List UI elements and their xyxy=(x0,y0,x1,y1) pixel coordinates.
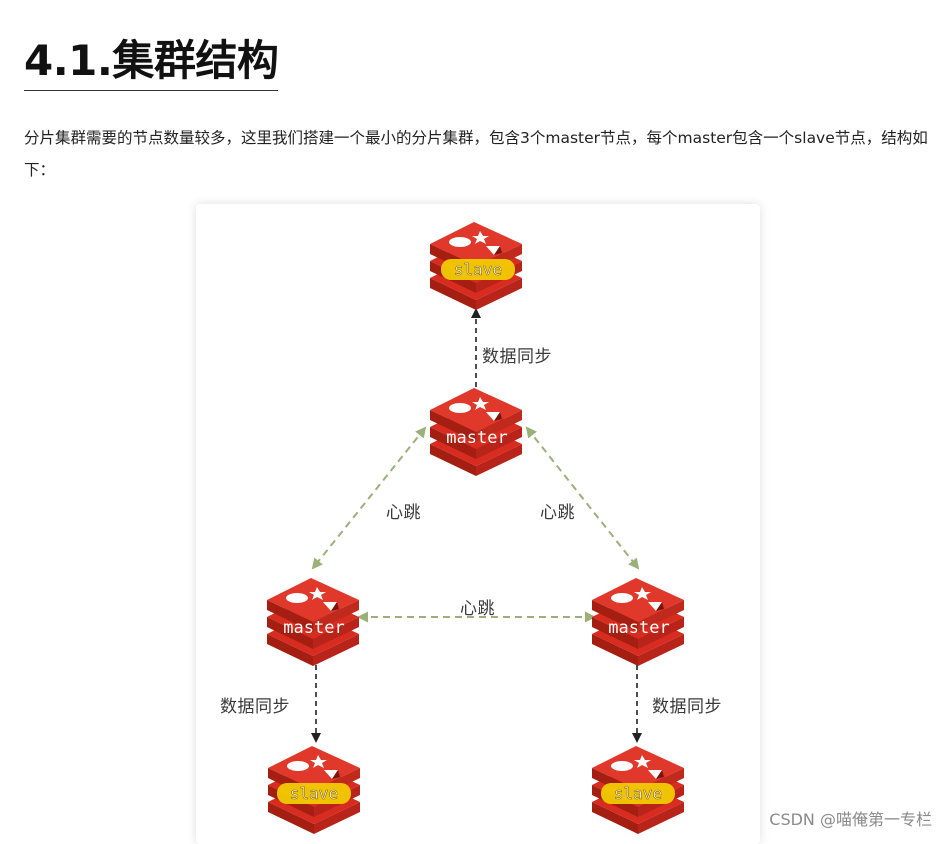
heartbeat-label-bottom: 心跳 xyxy=(460,599,495,619)
redis-node-left-master: master xyxy=(267,578,359,666)
sync-label-left: 数据同步 xyxy=(220,697,290,717)
redis-node-right-slave: slave xyxy=(592,746,684,834)
heartbeat-label-left: 心跳 xyxy=(386,503,421,523)
section-heading: 4.1.集群结构 xyxy=(24,34,279,91)
node-label: master xyxy=(608,618,669,638)
cluster-diagram: slave master master master slave slave 数… xyxy=(196,204,760,844)
redis-node-top-master: master xyxy=(430,388,522,476)
cluster-diagram-svg: slave master master master slave slave xyxy=(267,222,684,834)
redis-node-top-slave: slave xyxy=(430,222,522,310)
node-label: slave xyxy=(290,784,338,803)
redis-node-left-slave: slave xyxy=(268,746,360,834)
redis-node-right-master: master xyxy=(592,578,684,666)
node-label: master xyxy=(446,428,507,448)
intro-paragraph: 分片集群需要的节点数量较多，这里我们搭建一个最小的分片集群，包含3个master… xyxy=(24,129,928,179)
sync-label-right: 数据同步 xyxy=(652,697,722,717)
node-label: slave xyxy=(454,260,502,279)
heartbeat-label-right: 心跳 xyxy=(540,503,575,523)
node-label: slave xyxy=(614,784,662,803)
node-label: master xyxy=(283,618,344,638)
csdn-watermark: CSDN @喵俺第一专栏 xyxy=(769,810,932,829)
sync-label-top: 数据同步 xyxy=(482,347,552,367)
